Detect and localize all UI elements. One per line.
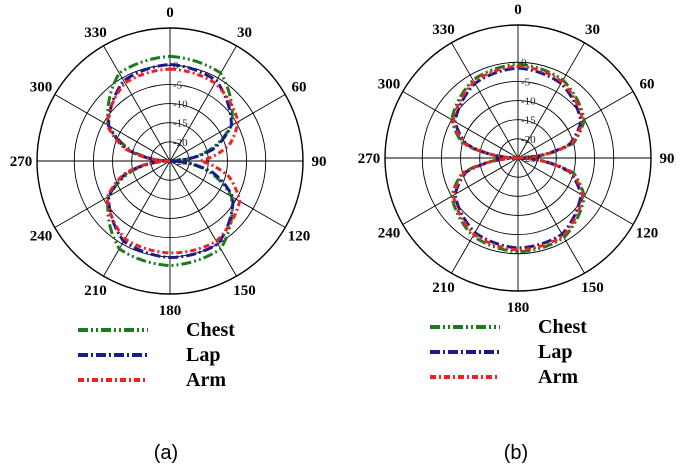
radial-tick-label: -5 — [521, 76, 531, 88]
angle-tick-label: 60 — [640, 77, 655, 93]
polar-chart-b: 0 -5 -10 -15 -20 -25 0 30 60 90 120 150 180 210 240 270… — [358, 2, 675, 464]
polar-chart-a: 0 -5 -10 -15 -20 -25 0 30 60 90 120 150 180 210 240 270… — [10, 5, 327, 464]
radial-tick-label: -15 — [521, 115, 536, 127]
grid-spoke — [517, 91, 634, 159]
radial-tick-label: -25 — [521, 153, 536, 165]
grid-spoke — [517, 42, 585, 159]
radial-tick-label: -15 — [173, 118, 188, 130]
angle-tick-label: 60 — [292, 80, 307, 96]
series-curve-arm — [451, 64, 585, 252]
radial-tick-label: -20 — [173, 137, 188, 149]
radial-tick-label: -25 — [173, 156, 188, 168]
grid-spoke — [103, 160, 171, 277]
angle-tick-label: 0 — [166, 5, 174, 21]
angle-tick-label: 240 — [378, 226, 401, 242]
radial-tick-label: -5 — [173, 79, 183, 91]
grid-spoke — [451, 157, 519, 274]
legend-label-lap: Lap — [186, 344, 220, 366]
angle-tick-label: 30 — [585, 22, 600, 38]
grid-spoke — [169, 45, 237, 162]
grid-spoke — [517, 157, 634, 225]
angle-tick-label: 330 — [84, 25, 107, 41]
grid-spoke — [451, 42, 519, 159]
radial-tick-label: 0 — [521, 57, 527, 69]
legend-label-chest: Chest — [186, 319, 235, 341]
panel-label: (a) — [154, 442, 178, 464]
grid-spoke — [169, 160, 237, 277]
radial-tick-label: -10 — [173, 99, 188, 111]
series-curve-lap — [107, 62, 235, 260]
legend-label-chest: Chest — [538, 316, 587, 338]
angle-tick-label: 150 — [581, 280, 604, 296]
grid-spoke — [402, 157, 519, 225]
radial-tick-label: -10 — [521, 96, 536, 108]
angle-tick-label: 150 — [233, 283, 256, 299]
angle-tick-label: 120 — [288, 229, 311, 245]
angle-tick-label: 210 — [84, 283, 107, 299]
series-curve-chest — [450, 62, 586, 254]
angle-tick-label: 180 — [507, 300, 530, 316]
angle-tick-label: 270 — [10, 154, 33, 170]
angle-tick-label: 120 — [636, 226, 659, 242]
angle-tick-label: 270 — [358, 151, 381, 167]
angle-tick-label: 300 — [30, 80, 53, 96]
series-curve-arm — [105, 67, 242, 255]
angle-tick-label: 330 — [432, 22, 455, 38]
grid-spoke — [402, 91, 519, 159]
panel-label: (b) — [504, 442, 528, 464]
grid-spoke — [54, 94, 171, 162]
angle-tick-label: 90 — [660, 151, 675, 167]
grid-spoke — [54, 160, 171, 228]
grid-spoke — [517, 157, 585, 274]
radial-tick-label: 0 — [173, 60, 179, 72]
angle-tick-label: 180 — [159, 303, 182, 319]
grid-spoke — [169, 94, 286, 162]
angle-tick-label: 210 — [432, 280, 455, 296]
grid-spoke — [169, 160, 286, 228]
legend-label-arm: Arm — [186, 369, 226, 391]
angle-tick-label: 30 — [237, 25, 252, 41]
radial-tick-label: -20 — [521, 134, 536, 146]
angle-tick-label: 90 — [312, 154, 327, 170]
angle-tick-label: 0 — [514, 2, 522, 18]
angle-tick-label: 300 — [378, 77, 401, 93]
legend-label-arm: Arm — [538, 366, 578, 388]
angle-tick-label: 240 — [30, 229, 53, 245]
grid-spoke — [103, 45, 171, 162]
legend-label-lap: Lap — [538, 341, 572, 363]
